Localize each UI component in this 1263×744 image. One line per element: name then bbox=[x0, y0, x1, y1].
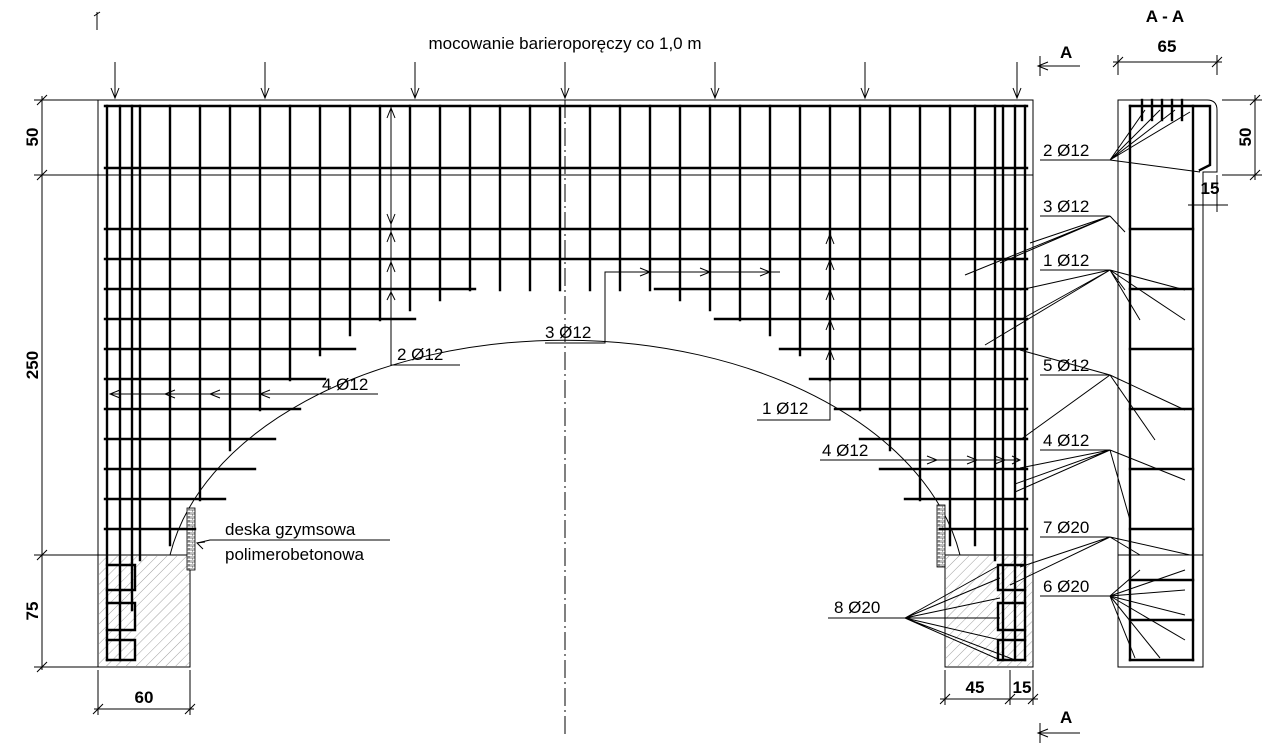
svg-text:3 Ø12: 3 Ø12 bbox=[545, 323, 591, 342]
corner-tick bbox=[93, 11, 101, 30]
barrier-anchor-arrows bbox=[110, 62, 1022, 100]
svg-text:75: 75 bbox=[23, 602, 42, 621]
label-1-side: 1 Ø12 bbox=[984, 251, 1186, 346]
section-rebar bbox=[1128, 98, 1212, 662]
label-4-right-elev: 4 Ø12 bbox=[820, 441, 1022, 465]
svg-text:5 Ø12: 5 Ø12 bbox=[1043, 356, 1089, 375]
rebar-top-horizontal bbox=[103, 104, 1029, 321]
dimension-left: 50 250 75 bbox=[23, 94, 98, 673]
svg-text:65: 65 bbox=[1158, 37, 1177, 56]
svg-text:8 Ø20: 8 Ø20 bbox=[834, 598, 880, 617]
label-8-elev: 8 Ø20 bbox=[828, 564, 1016, 661]
section-width-dim: 65 bbox=[1112, 37, 1223, 75]
svg-text:15: 15 bbox=[1013, 678, 1032, 697]
section-mark-top: A bbox=[1036, 43, 1080, 76]
svg-text:1 Ø12: 1 Ø12 bbox=[762, 399, 808, 418]
rebar-foot-stirrups bbox=[105, 563, 1027, 662]
cornice-board-right bbox=[936, 504, 946, 568]
label-7-side: 7 Ø20 bbox=[1009, 518, 1191, 586]
label-5-side: 5 Ø12 bbox=[1019, 349, 1186, 441]
svg-text:15: 15 bbox=[1201, 179, 1220, 198]
svg-text:2 Ø12: 2 Ø12 bbox=[1043, 141, 1089, 160]
svg-text:50: 50 bbox=[23, 128, 42, 147]
svg-text:4 Ø12: 4 Ø12 bbox=[1043, 431, 1089, 450]
svg-text:polimerobetonowa: polimerobetonowa bbox=[225, 545, 364, 564]
svg-text:A: A bbox=[1060, 43, 1072, 62]
svg-text:4 Ø12: 4 Ø12 bbox=[322, 375, 368, 394]
label-3-elev: 3 Ø12 bbox=[545, 267, 780, 344]
section-right-dims: 50 15 bbox=[1188, 94, 1262, 212]
svg-text:deska gzymsowa: deska gzymsowa bbox=[225, 520, 356, 539]
cornice-board-left bbox=[186, 507, 196, 571]
svg-text:60: 60 bbox=[135, 688, 154, 707]
label-6-side: 6 Ø20 bbox=[1040, 569, 1186, 659]
label-1-elev: 1 Ø12 bbox=[757, 232, 835, 421]
svg-text:45: 45 bbox=[966, 678, 985, 697]
svg-text:6 Ø20: 6 Ø20 bbox=[1043, 577, 1089, 596]
svg-text:1 Ø12: 1 Ø12 bbox=[1043, 251, 1089, 270]
rebar-verticals bbox=[105, 104, 1027, 662]
svg-text:2 Ø12: 2 Ø12 bbox=[397, 345, 443, 364]
label-2-side: 2 Ø12 bbox=[1040, 109, 1201, 173]
svg-text:250: 250 bbox=[23, 351, 42, 379]
dimension-bottom-right: 45 15 bbox=[939, 670, 1039, 705]
elevation-outline bbox=[97, 99, 1034, 735]
dimension-bottom-left: 60 bbox=[92, 670, 196, 715]
label-3-side: 3 Ø12 bbox=[964, 197, 1126, 276]
svg-text:A: A bbox=[1060, 708, 1072, 727]
top-note: mocowanie barieroporęczy co 1,0 m bbox=[428, 34, 701, 53]
label-4-side: 4 Ø12 bbox=[1014, 431, 1186, 521]
section-mark-bottom: A bbox=[1036, 708, 1080, 743]
section-title: A - A bbox=[1146, 7, 1184, 26]
rebar-side-horizontal bbox=[103, 347, 1029, 531]
label-4-left-elev: 4 Ø12 bbox=[108, 375, 378, 399]
svg-text:50: 50 bbox=[1236, 128, 1255, 147]
svg-text:3 Ø12: 3 Ø12 bbox=[1043, 197, 1089, 216]
svg-text:4 Ø12: 4 Ø12 bbox=[822, 441, 868, 460]
svg-text:7 Ø20: 7 Ø20 bbox=[1043, 518, 1089, 537]
cornice-label: deska gzymsowa polimerobetonowa bbox=[195, 520, 390, 564]
label-2-elev: 2 Ø12 bbox=[386, 106, 460, 366]
